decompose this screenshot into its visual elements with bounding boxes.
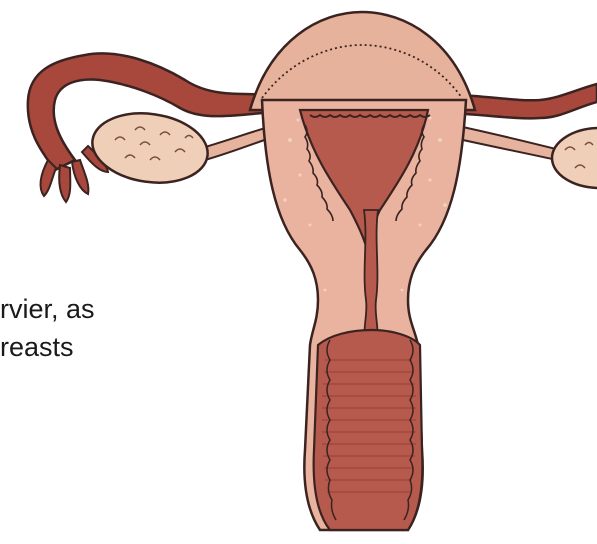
caption-line-2: reasts (0, 328, 95, 366)
right-ovary (552, 128, 597, 188)
caption-line-1: rvier, as (0, 290, 95, 328)
cervical-canal (364, 210, 378, 340)
uterine-fundus (250, 12, 475, 110)
left-ovary (88, 106, 212, 189)
caption-text: rvier, as reasts (0, 290, 95, 366)
